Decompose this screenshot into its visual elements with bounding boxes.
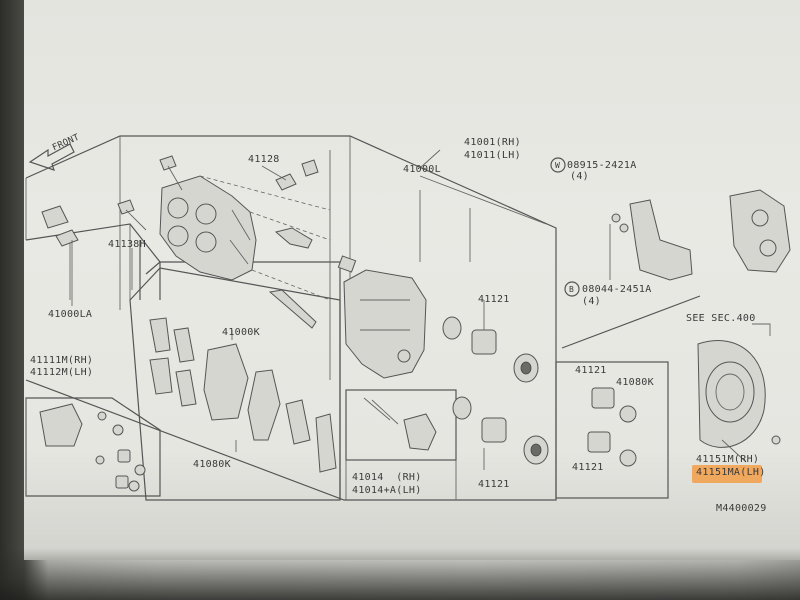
label-41151M: 41151M(RH) (696, 454, 760, 465)
label-41121-top: 41121 (478, 294, 510, 305)
label-41014A: 41014+A(LH) (352, 485, 422, 496)
photo-bottom-shadow (0, 548, 800, 600)
caliper-body (159, 175, 331, 301)
label-08915-qty: (4) (570, 171, 589, 182)
pistons-and-seals (442, 316, 549, 465)
label-41014: 41014 (RH) (352, 472, 422, 483)
label-08044-qty: (4) (582, 296, 601, 307)
seal-kit-parts (363, 397, 437, 451)
front-arrow-icon (28, 143, 75, 171)
label-41151MA: 41151MA(LH) (696, 467, 766, 478)
dust-shield (697, 323, 781, 463)
caliper-kit-parts (39, 403, 146, 492)
label-41011: 41011(LH) (464, 150, 521, 161)
label-08044: 08044-2451A (582, 284, 652, 295)
caliper-kit-frame (25, 397, 161, 497)
piston-kit-frame (555, 361, 669, 499)
leader-lines (71, 149, 485, 470)
label-41121-bottom: 41121 (478, 479, 510, 490)
brake-pads (149, 317, 337, 473)
label-41001: 41001(RH) (464, 137, 521, 148)
label-box-41121-a: 41121 (575, 365, 607, 376)
label-41000LA: 41000LA (48, 309, 93, 320)
b-symbol-icon (564, 281, 580, 297)
label-41128: 41128 (248, 154, 280, 165)
label-41000L: 41000L (403, 164, 441, 175)
highlight-marker (692, 465, 762, 483)
label-figure-code: M4400029 (716, 503, 767, 514)
label-box-41080K: 41080K (616, 377, 654, 388)
steering-knuckle (609, 189, 791, 281)
label-b-symbol: B (569, 285, 575, 294)
label-41000K: 41000K (222, 327, 260, 338)
label-41112M: 41112M(LH) (30, 367, 94, 378)
label-w-symbol: W (555, 161, 561, 170)
box-pistons (587, 387, 637, 467)
label-41138H: 41138H (108, 239, 146, 250)
caliper-bracket (343, 269, 427, 379)
label-41111M: 41111M(RH) (30, 355, 94, 366)
caliper-assembly-frame (25, 135, 557, 501)
label-08915: 08915-2421A (567, 160, 637, 171)
w-symbol-icon (550, 157, 566, 173)
label-41080K: 41080K (193, 459, 231, 470)
bolt-parts (41, 155, 357, 329)
label-box-41121-b: 41121 (572, 462, 604, 473)
label-see-sec: SEE SEC.400 (686, 313, 756, 324)
seal-kit-frame (345, 389, 457, 500)
